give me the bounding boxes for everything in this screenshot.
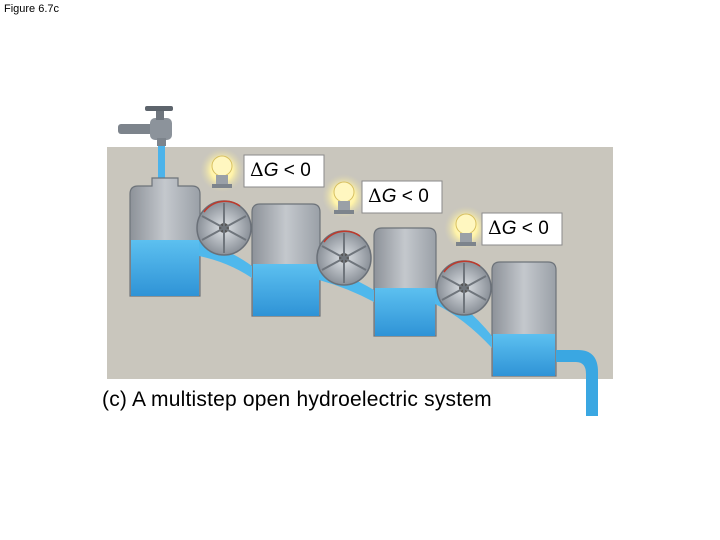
turbine-icon bbox=[436, 260, 492, 316]
delta-symbol: Δ bbox=[488, 217, 502, 239]
turbine-icon bbox=[316, 230, 372, 286]
tank-2 bbox=[251, 203, 321, 317]
faucet-icon bbox=[118, 106, 173, 146]
light-bulb-icon bbox=[444, 206, 488, 250]
light-bulb-icon bbox=[322, 174, 366, 218]
turbine-icon bbox=[196, 200, 252, 256]
label-plate-2 bbox=[361, 180, 443, 214]
tank-1 bbox=[129, 177, 201, 297]
g-symbol: G bbox=[501, 218, 517, 239]
figure-caption: (c) A multistep open hydroelectric syste… bbox=[102, 388, 492, 411]
delta-g-label-1: ΔG < 0 bbox=[250, 159, 311, 182]
tank-3 bbox=[373, 227, 437, 337]
relation-symbol: < bbox=[521, 218, 533, 239]
relation-symbol: < bbox=[401, 186, 413, 207]
outlet-pipe bbox=[556, 350, 598, 416]
value: 0 bbox=[418, 186, 429, 207]
g-symbol: G bbox=[263, 160, 279, 181]
relation-symbol: < bbox=[283, 160, 295, 181]
label-plate-3 bbox=[481, 212, 563, 246]
tank-4 bbox=[491, 261, 557, 377]
delta-symbol: Δ bbox=[368, 185, 382, 207]
delta-g-label-2: ΔG < 0 bbox=[368, 185, 429, 208]
value: 0 bbox=[538, 218, 549, 239]
light-bulb-icon bbox=[200, 148, 244, 192]
label-plate-1 bbox=[243, 154, 325, 188]
figure-label: Figure 6.7c bbox=[4, 3, 60, 15]
delta-g-label-3: ΔG < 0 bbox=[488, 217, 549, 240]
delta-symbol: Δ bbox=[250, 159, 264, 181]
value: 0 bbox=[300, 160, 311, 181]
g-symbol: G bbox=[381, 186, 397, 207]
